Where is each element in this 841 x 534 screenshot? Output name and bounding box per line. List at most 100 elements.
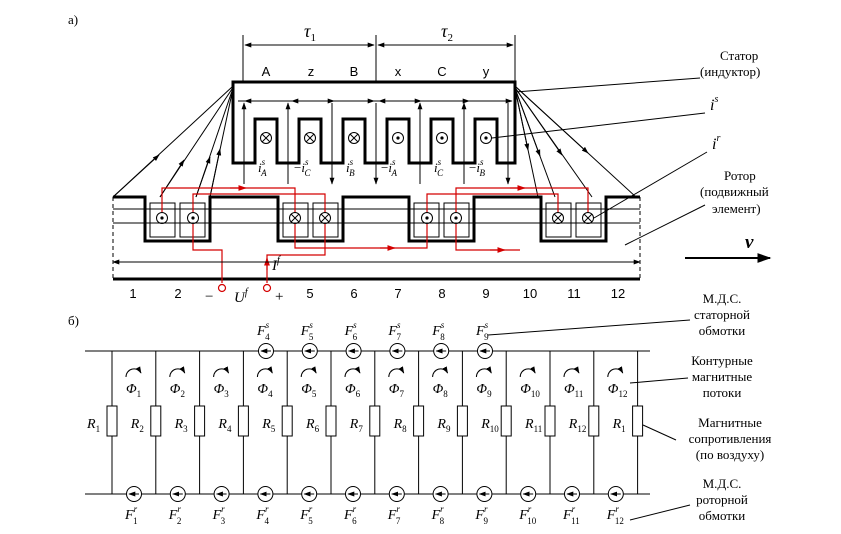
flux-label: Φ2 — [170, 382, 185, 399]
resistance-label: R3 — [174, 417, 189, 434]
stator-core — [231, 80, 517, 165]
resistance-label: Магнитные — [698, 415, 762, 430]
resistor-icon — [106, 405, 118, 437]
dot-current-icon — [421, 212, 433, 224]
stator-label: Статор — [720, 48, 758, 63]
circulation-arrow-icon — [519, 366, 536, 378]
phase-letter: x — [395, 64, 402, 79]
terminal-minus-icon — [217, 283, 227, 293]
stator-mmf-source-icon — [477, 343, 493, 359]
dot-current-icon — [450, 212, 462, 224]
phase-letter: z — [308, 64, 315, 79]
phase-letter: B — [350, 64, 359, 79]
circulation-arrow-icon — [475, 366, 492, 378]
circulation-arrow-icon — [563, 366, 580, 378]
resistor-icon — [456, 405, 468, 437]
velocity-label: v — [745, 232, 754, 253]
resistance-label: R8 — [393, 417, 408, 434]
dot-current-icon — [187, 212, 199, 224]
is-label: is — [710, 94, 718, 114]
circulation-arrow-icon — [125, 366, 142, 378]
rotor-leader — [624, 204, 706, 246]
flux-label: Φ5 — [301, 382, 317, 399]
cross-current-icon — [319, 212, 331, 224]
resistance-label: R11 — [524, 417, 542, 434]
circulation-arrow-icon — [256, 366, 273, 378]
resistor-icon — [325, 405, 337, 437]
dot-current-icon — [392, 132, 404, 144]
ir-leader — [593, 151, 708, 219]
rotor-mmf-source-icon — [345, 486, 361, 502]
phase-letter: A — [262, 64, 271, 79]
flux-label: Φ1 — [126, 382, 141, 399]
stator-mmf-source-icon — [258, 343, 274, 359]
terminal-minus-label: − — [205, 289, 213, 305]
resistor-icon — [588, 405, 600, 437]
circulation-arrow-icon — [300, 366, 317, 378]
dot-current-icon — [156, 212, 168, 224]
stator-mmf-source-icon — [389, 343, 406, 359]
circulation-arrow-icon — [344, 366, 361, 378]
zone-number: 9 — [482, 286, 489, 301]
circulation-arrow-icon — [388, 366, 405, 378]
rotor-mmf-source-icon — [126, 486, 142, 502]
resistance-label: сопротивления — [689, 431, 772, 446]
cross-current-icon — [289, 212, 301, 224]
resistance-label: R12 — [568, 417, 587, 434]
flux-label: Φ10 — [520, 382, 540, 399]
zone-number: 12 — [611, 286, 625, 301]
cross-current-icon — [304, 132, 316, 144]
flux-label: потоки — [703, 385, 742, 400]
cross-current-icon — [260, 132, 272, 144]
resistor-icon — [544, 405, 556, 437]
phase-letter: y — [483, 64, 490, 79]
rotor-mmf-source-icon — [213, 486, 230, 502]
rotor-mmf-source-icon — [388, 486, 405, 502]
circulation-arrow-icon — [213, 366, 230, 378]
stator-mmf-source-icon — [433, 343, 450, 359]
zone-number: 6 — [350, 286, 357, 301]
resistor-icon — [632, 405, 644, 437]
zone-number: 11 — [567, 286, 581, 301]
rotor-mmf-label: обмотки — [699, 508, 746, 523]
rotor-mmf-label: М.Д.С. — [703, 476, 742, 491]
rotor-label: (подвижный — [700, 184, 769, 199]
rotor-mmf-source-icon — [520, 486, 537, 502]
resistance-label: R4 — [217, 417, 232, 434]
if-label: If — [271, 255, 281, 274]
fan-flux-lines — [112, 86, 637, 198]
circulation-arrow-icon — [607, 366, 624, 378]
flux-label: Φ8 — [433, 382, 449, 399]
resistance-label: R1 — [86, 417, 100, 434]
flux-label: Контурные — [691, 353, 753, 368]
stator-tooth-flux — [241, 102, 511, 185]
resistance-label: R6 — [305, 417, 320, 434]
rotor-mmf-source-icon — [257, 486, 274, 502]
phase-letter: C — [437, 64, 446, 79]
terminal-plus-icon — [262, 283, 272, 293]
rotor-mmf-label: роторной — [696, 492, 748, 507]
resistance-label: R1 — [612, 417, 626, 434]
zone-numbers: 1 2 5 6 7 8 9 10 11 12 — [129, 286, 625, 301]
flux-label: Φ4 — [257, 382, 273, 399]
resistance-label: R9 — [436, 417, 451, 434]
is-leader — [491, 112, 706, 139]
circulation-arrow-icon — [432, 366, 449, 378]
flux-label: Φ7 — [389, 382, 405, 399]
zone-number: 5 — [306, 286, 313, 301]
panel-b-label: б) — [68, 313, 79, 328]
